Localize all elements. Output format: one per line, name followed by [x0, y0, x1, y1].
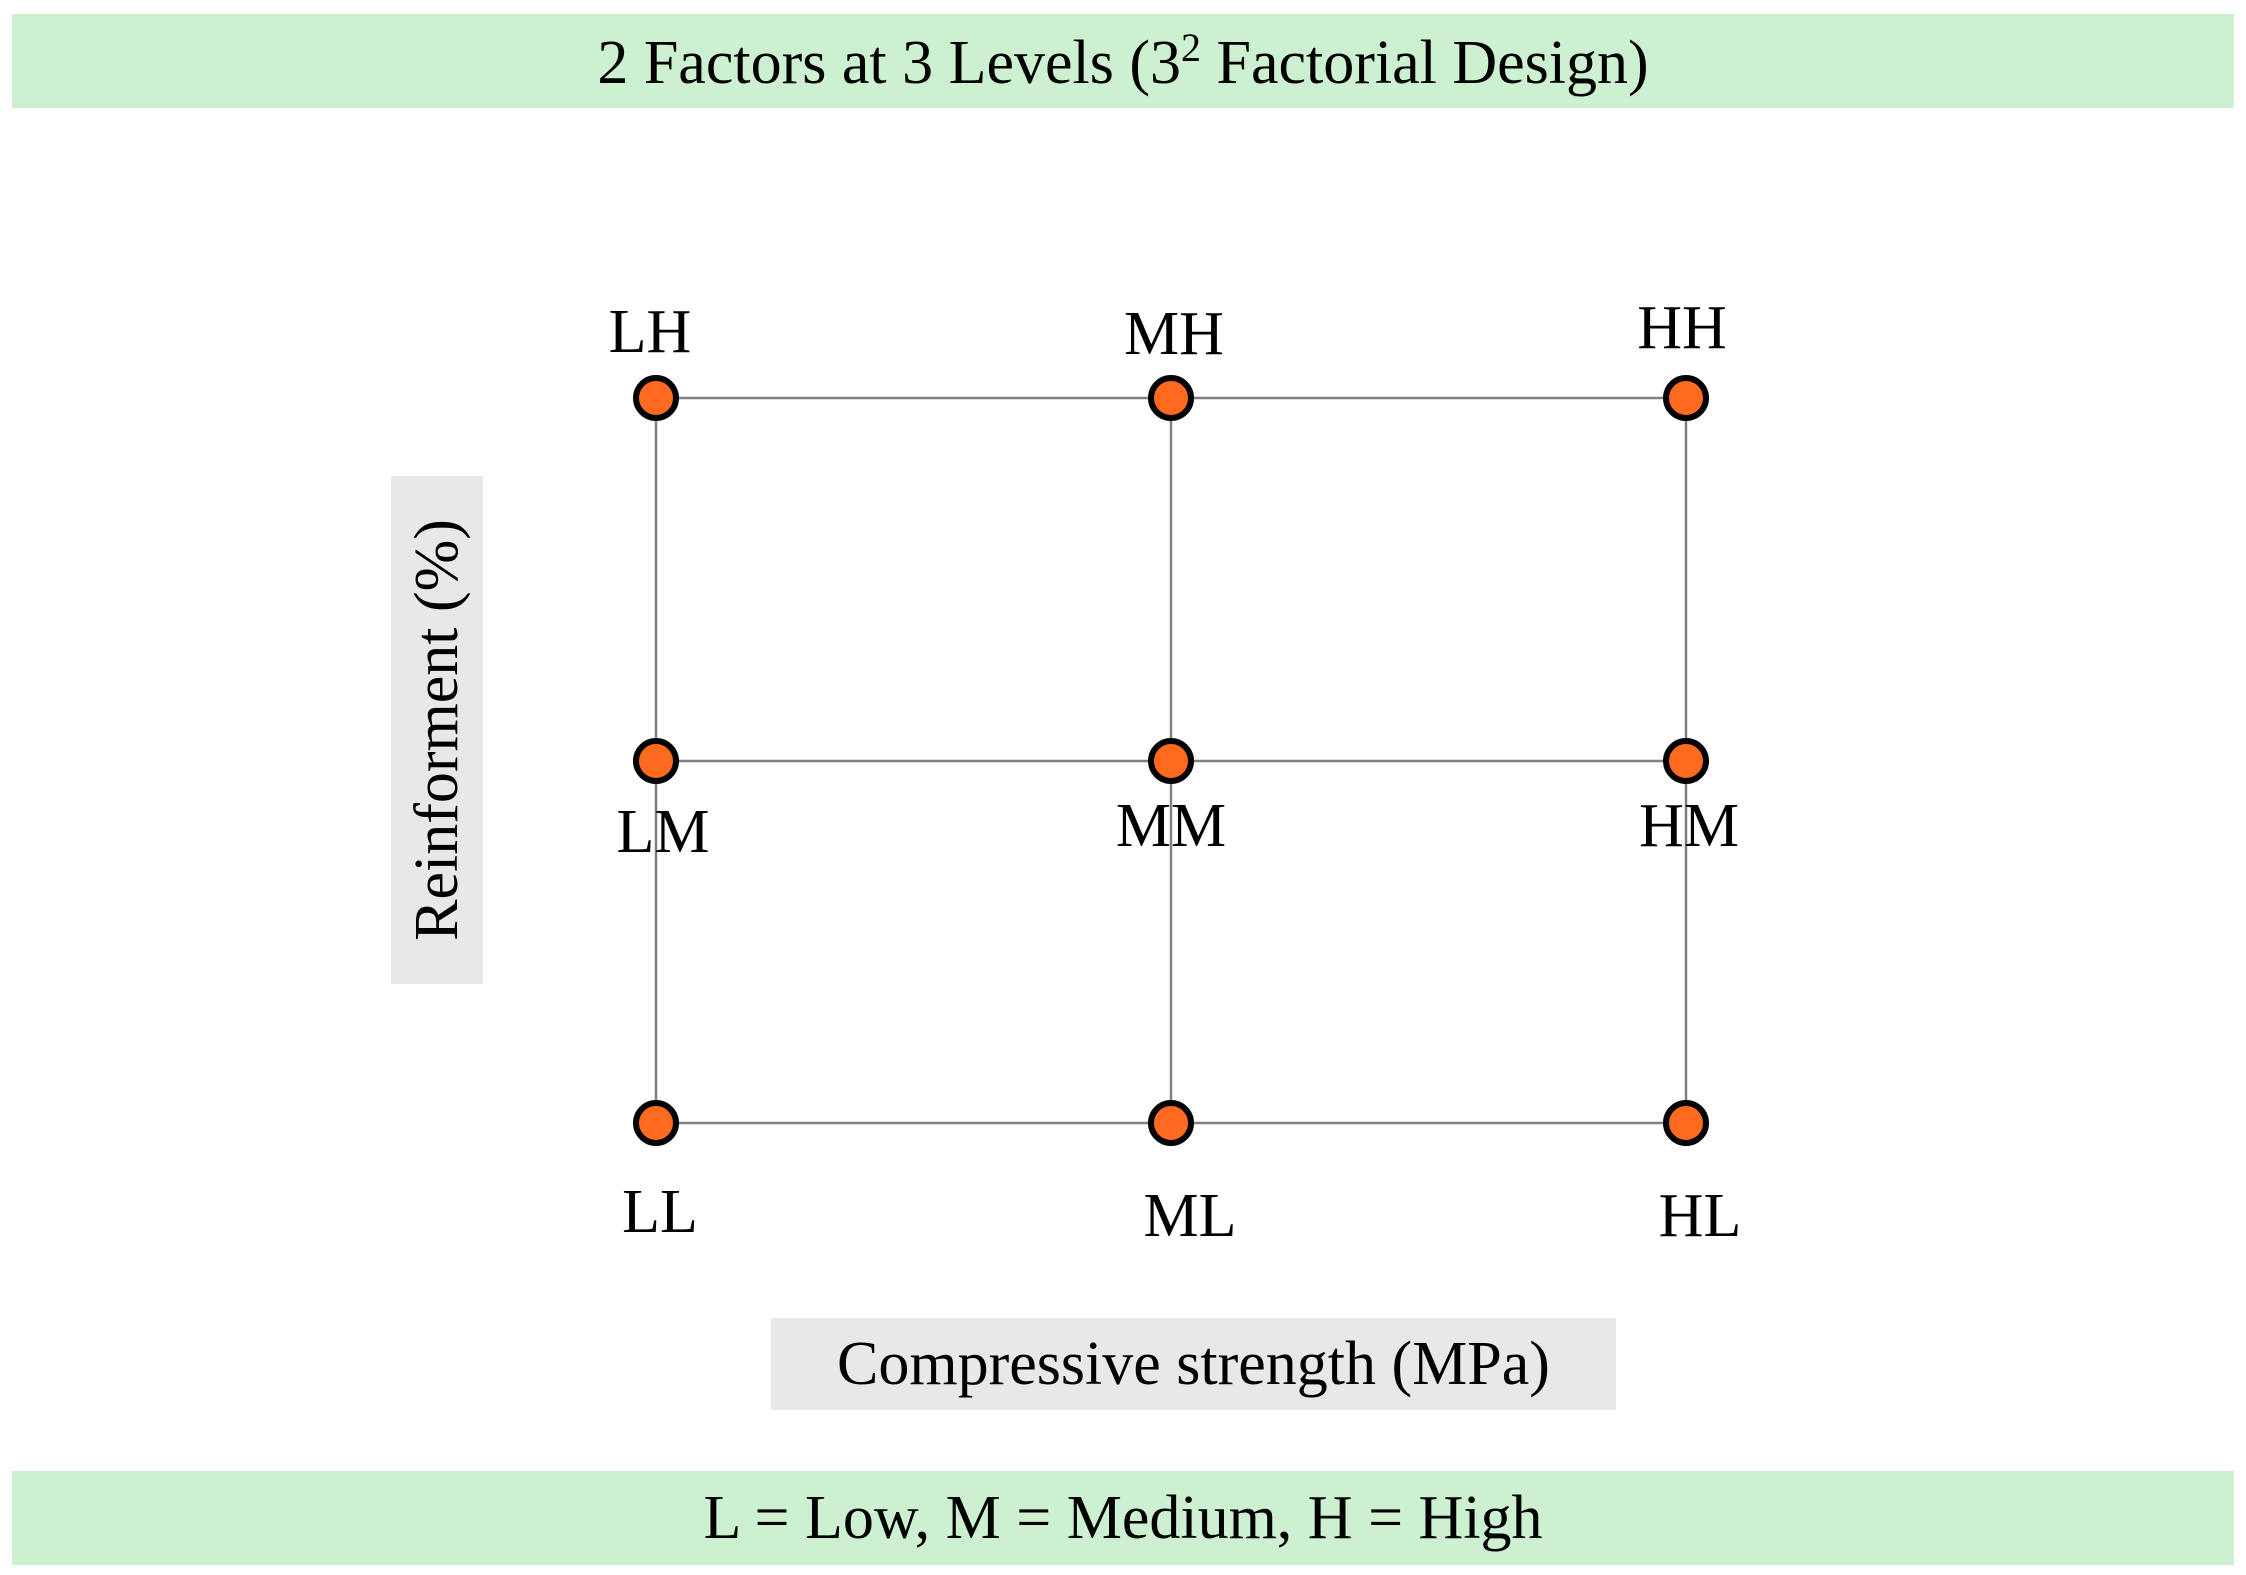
point-label-lh: LH	[609, 298, 692, 366]
title-superscript: 2	[1181, 25, 1201, 70]
x-axis-label-box: Compressive strength (MPa)	[771, 1318, 1616, 1410]
point-hh	[1663, 375, 1709, 421]
point-hl	[1663, 1100, 1709, 1146]
point-label-hl: HL	[1659, 1182, 1742, 1250]
legend-banner: L = Low, M = Medium, H = High	[12, 1471, 2234, 1565]
design-points	[633, 375, 1709, 1146]
title-end-text: Factorial Design)	[1201, 29, 1649, 97]
point-label-hh: HH	[1637, 294, 1727, 362]
x-axis-label: Compressive strength (MPa)	[837, 1330, 1550, 1398]
point-lm	[633, 738, 679, 784]
point-label-mm: MM	[1116, 792, 1226, 860]
point-lh	[633, 375, 679, 421]
point-ml	[1148, 1100, 1194, 1146]
point-labels: LL ML HL LM MM HM LH MH HH	[609, 294, 1742, 1250]
title-banner: 2 Factors at 3 Levels (32 Factorial Desi…	[12, 14, 2234, 108]
point-mm	[1148, 738, 1194, 784]
point-label-hm: HM	[1639, 792, 1739, 860]
point-mh	[1148, 375, 1194, 421]
point-label-mh: MH	[1124, 300, 1224, 368]
point-label-lm: LM	[617, 798, 710, 866]
point-ll	[633, 1100, 679, 1146]
y-axis-label: Reinforment (%)	[403, 519, 471, 941]
title-main-text: 2 Factors at 3 Levels (3	[597, 29, 1181, 97]
point-hm	[1663, 738, 1709, 784]
point-label-ml: ML	[1144, 1182, 1237, 1250]
diagram-title: 2 Factors at 3 Levels (32 Factorial Desi…	[597, 28, 1649, 97]
point-label-ll: LL	[622, 1178, 698, 1246]
legend-text: L = Low, M = Medium, H = High	[703, 1484, 1543, 1552]
y-axis-label-box: Reinforment (%)	[391, 476, 483, 984]
